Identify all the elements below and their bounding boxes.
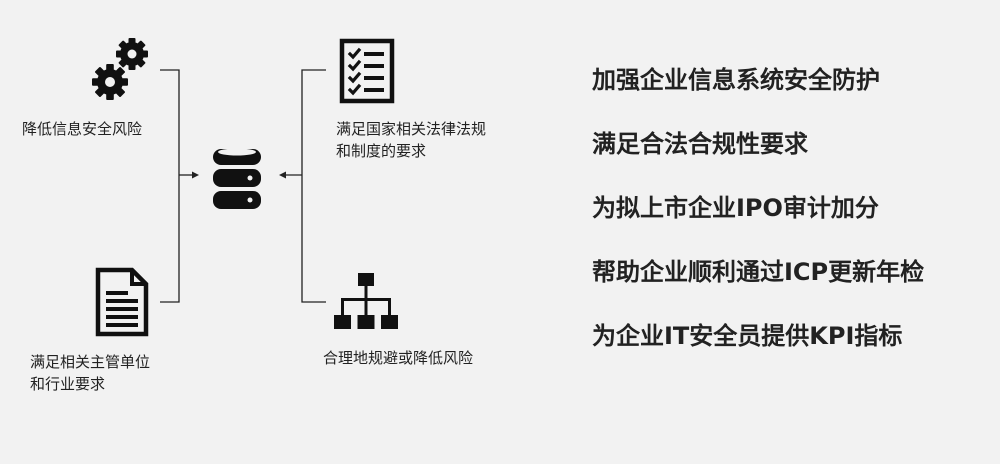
benefit-item: 为拟上市企业IPO审计加分: [592, 194, 879, 222]
benefit-item: 帮助企业顺利通过ICP更新年检: [592, 258, 925, 286]
label-reduce-risk: 降低信息安全风险: [22, 120, 143, 138]
database-icon: [213, 148, 261, 209]
label-legal-compliance: 满足国家相关法律法规 和制度的要求: [336, 118, 486, 162]
benefit-item: 为企业IT安全员提供KPI指标: [592, 322, 903, 350]
arrow-right-icon: [192, 171, 199, 179]
label-industry-requirements: 满足相关主管单位 和行业要求: [30, 351, 150, 395]
label-line: 和制度的要求: [336, 142, 427, 160]
checklist-icon: [339, 38, 395, 104]
label-line: 满足相关主管单位: [30, 353, 151, 371]
label-line: 和行业要求: [30, 375, 106, 393]
benefit-item: 满足合法合规性要求: [592, 130, 808, 158]
benefits-list: 加强企业信息系统安全防护 满足合法合规性要求 为拟上市企业IPO审计加分 帮助企…: [592, 60, 924, 380]
arrow-left-icon: [279, 171, 286, 179]
benefit-item: 加强企业信息系统安全防护: [592, 66, 880, 94]
gears-icon: [92, 38, 148, 100]
label-line: 满足国家相关法律法规: [336, 120, 487, 138]
label-avoid-risk: 合理地规避或降低风险: [323, 349, 474, 367]
document-icon: [95, 267, 149, 337]
org-chart-icon: [334, 273, 398, 329]
